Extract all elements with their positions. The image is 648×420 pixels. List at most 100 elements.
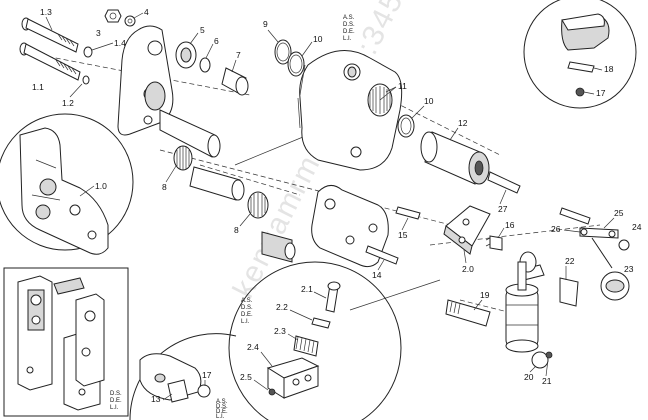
label-25: 25 [614,208,624,218]
label-9: 9 [263,19,268,29]
note-line: L.I. [110,405,119,411]
bolt-1-1 [19,42,81,81]
part-labels: 1.3 3 4 1.4 5 6 7 1.1 1.2 9 10 11 10 12 … [32,7,642,404]
ring-6 [199,57,211,73]
block-2-4 [266,357,320,399]
label-8-b: 8 [234,225,239,235]
label-14: 14 [372,270,382,280]
clevis-2-0 [443,205,491,255]
label-20: 20 [524,372,534,382]
label-12: 12 [458,118,468,128]
label-11: 11 [398,81,407,91]
label-26: 26 [551,224,561,234]
note-line: D.S. [343,22,355,28]
rod-27 [487,171,521,194]
label-17-b: 17 [596,88,606,98]
leader-line [349,279,441,311]
note-line: D.S. [241,305,253,311]
main-bracket [297,49,403,171]
washer-1-4 [83,46,93,58]
ring-9 [274,39,292,65]
screw-21 [545,351,553,359]
linkage [559,207,619,269]
inset-box [3,267,129,417]
label-17: 17 [202,370,212,380]
bottom-note: A.S. D.S. D.E. L.I. [241,298,253,325]
label-1-0: 1.0 [95,181,107,191]
note-line: A.S. [343,15,355,21]
label-16: 16 [505,220,515,230]
cylinder-assembly [505,251,545,353]
bolt-1-3 [21,17,79,53]
note-line: D.S. [110,391,122,397]
label-3: 3 [96,28,101,38]
note-line: D.S. [216,404,228,410]
label-19: 19 [480,290,490,300]
rod-19 [445,299,491,327]
detail-circle-top-right [523,0,637,109]
label-1-1: 1.1 [32,82,44,92]
washer-4 [124,15,136,27]
label-1-4: 1.4 [114,38,126,48]
pin-18 [567,61,595,73]
nut-17 [197,384,211,398]
washer-20 [531,351,549,369]
label-4: 4 [144,7,149,17]
label-22: 22 [565,256,575,266]
clip-13 [167,379,189,403]
pin-14 [365,245,399,265]
label-24: 24 [632,222,642,232]
bracket-22 [559,277,579,307]
label-5: 5 [200,25,205,35]
label-27: 27 [498,204,508,214]
note-line: L.I. [343,36,352,42]
inset-note: D.S. D.E. L.I. [110,391,122,411]
spring-2-3 [293,335,319,357]
label-15: 15 [398,230,408,240]
bolt-16 [485,235,503,251]
pin-15 [395,206,421,220]
shaft [159,109,216,158]
screw-2-5 [268,388,276,396]
label-23: 23 [624,264,634,274]
note-line: L.I. [216,414,225,420]
label-6: 6 [214,36,219,46]
label-2-0: 2.0 [462,264,474,274]
label-2-2: 2.2 [276,302,288,312]
note-line: D.E. [110,398,122,404]
label-21: 21 [542,376,552,386]
center-note: A.S. D.S. D.E. L.I. [343,15,355,42]
block [261,231,293,263]
note-line: A.S. [216,399,228,405]
label-1-2: 1.2 [62,98,74,108]
plate-1 [117,25,174,136]
cylinder-12 [420,131,490,185]
detail-circle-bottom [228,261,402,420]
detail-circle-13 [129,333,237,420]
label-2-5: 2.5 [240,372,252,382]
circle-note: A.S. D.S. D.E. L.I. [216,399,228,420]
label-2-3: 2.3 [274,326,286,336]
bushing-8-b [247,191,269,219]
pin-2-2 [311,317,331,329]
label-8-a: 8 [162,182,167,192]
bushing-8-a [173,145,193,171]
label-1-3: 1.3 [40,7,52,17]
note-line: L.I. [241,319,250,325]
label-18: 18 [604,64,614,74]
label-7: 7 [236,50,241,60]
label-13: 13 [151,394,161,404]
ring-10 [287,51,305,77]
label-10: 10 [313,34,323,44]
note-line: D.E. [241,312,253,318]
note-line: D.E. [343,29,355,35]
label-10-b: 10 [424,96,434,106]
washer-1-2 [82,75,90,85]
label-2-4: 2.4 [247,342,259,352]
arrow-icon [53,277,85,295]
note-line: A.S. [241,298,253,304]
note-line: D.E. [216,409,228,415]
nut-24 [618,239,630,251]
